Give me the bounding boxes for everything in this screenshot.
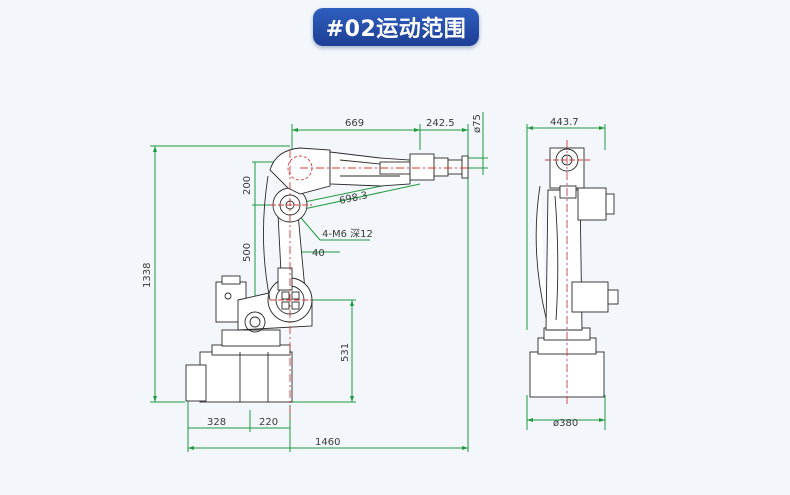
dim-220: 220	[259, 417, 278, 428]
side-view-centerlines	[545, 140, 590, 405]
side-view-robot	[529, 147, 619, 398]
dim-242-5: 242.5	[426, 118, 455, 129]
dim-500: 500	[242, 243, 253, 262]
front-view-dimensions	[150, 112, 488, 452]
dim-1338: 1338	[142, 263, 153, 288]
section-title: #02运动范围	[313, 8, 479, 46]
side-view-dimensions	[526, 124, 606, 430]
dim-1460: 1460	[315, 437, 340, 448]
dim-base-dia: ø380	[553, 418, 578, 429]
dim-40: 40	[312, 248, 325, 259]
dim-200: 200	[242, 176, 253, 195]
dim-698-3: 698.3	[338, 190, 368, 207]
dim-443-7: 443.7	[550, 117, 579, 128]
dim-669: 669	[345, 118, 364, 129]
dim-531: 531	[340, 343, 351, 362]
front-view-centerlines	[270, 150, 470, 420]
front-view-labels: 669 242.5 ø75 200 698.3 4-M6 深12 40 500 …	[142, 114, 483, 448]
dim-bolt-holes: 4-M6 深12	[322, 228, 373, 240]
front-view-robot	[185, 147, 469, 403]
dim-flange-dia: ø75	[472, 114, 483, 133]
side-view-labels: 443.7 ø380	[550, 117, 579, 429]
dim-328: 328	[207, 417, 226, 428]
